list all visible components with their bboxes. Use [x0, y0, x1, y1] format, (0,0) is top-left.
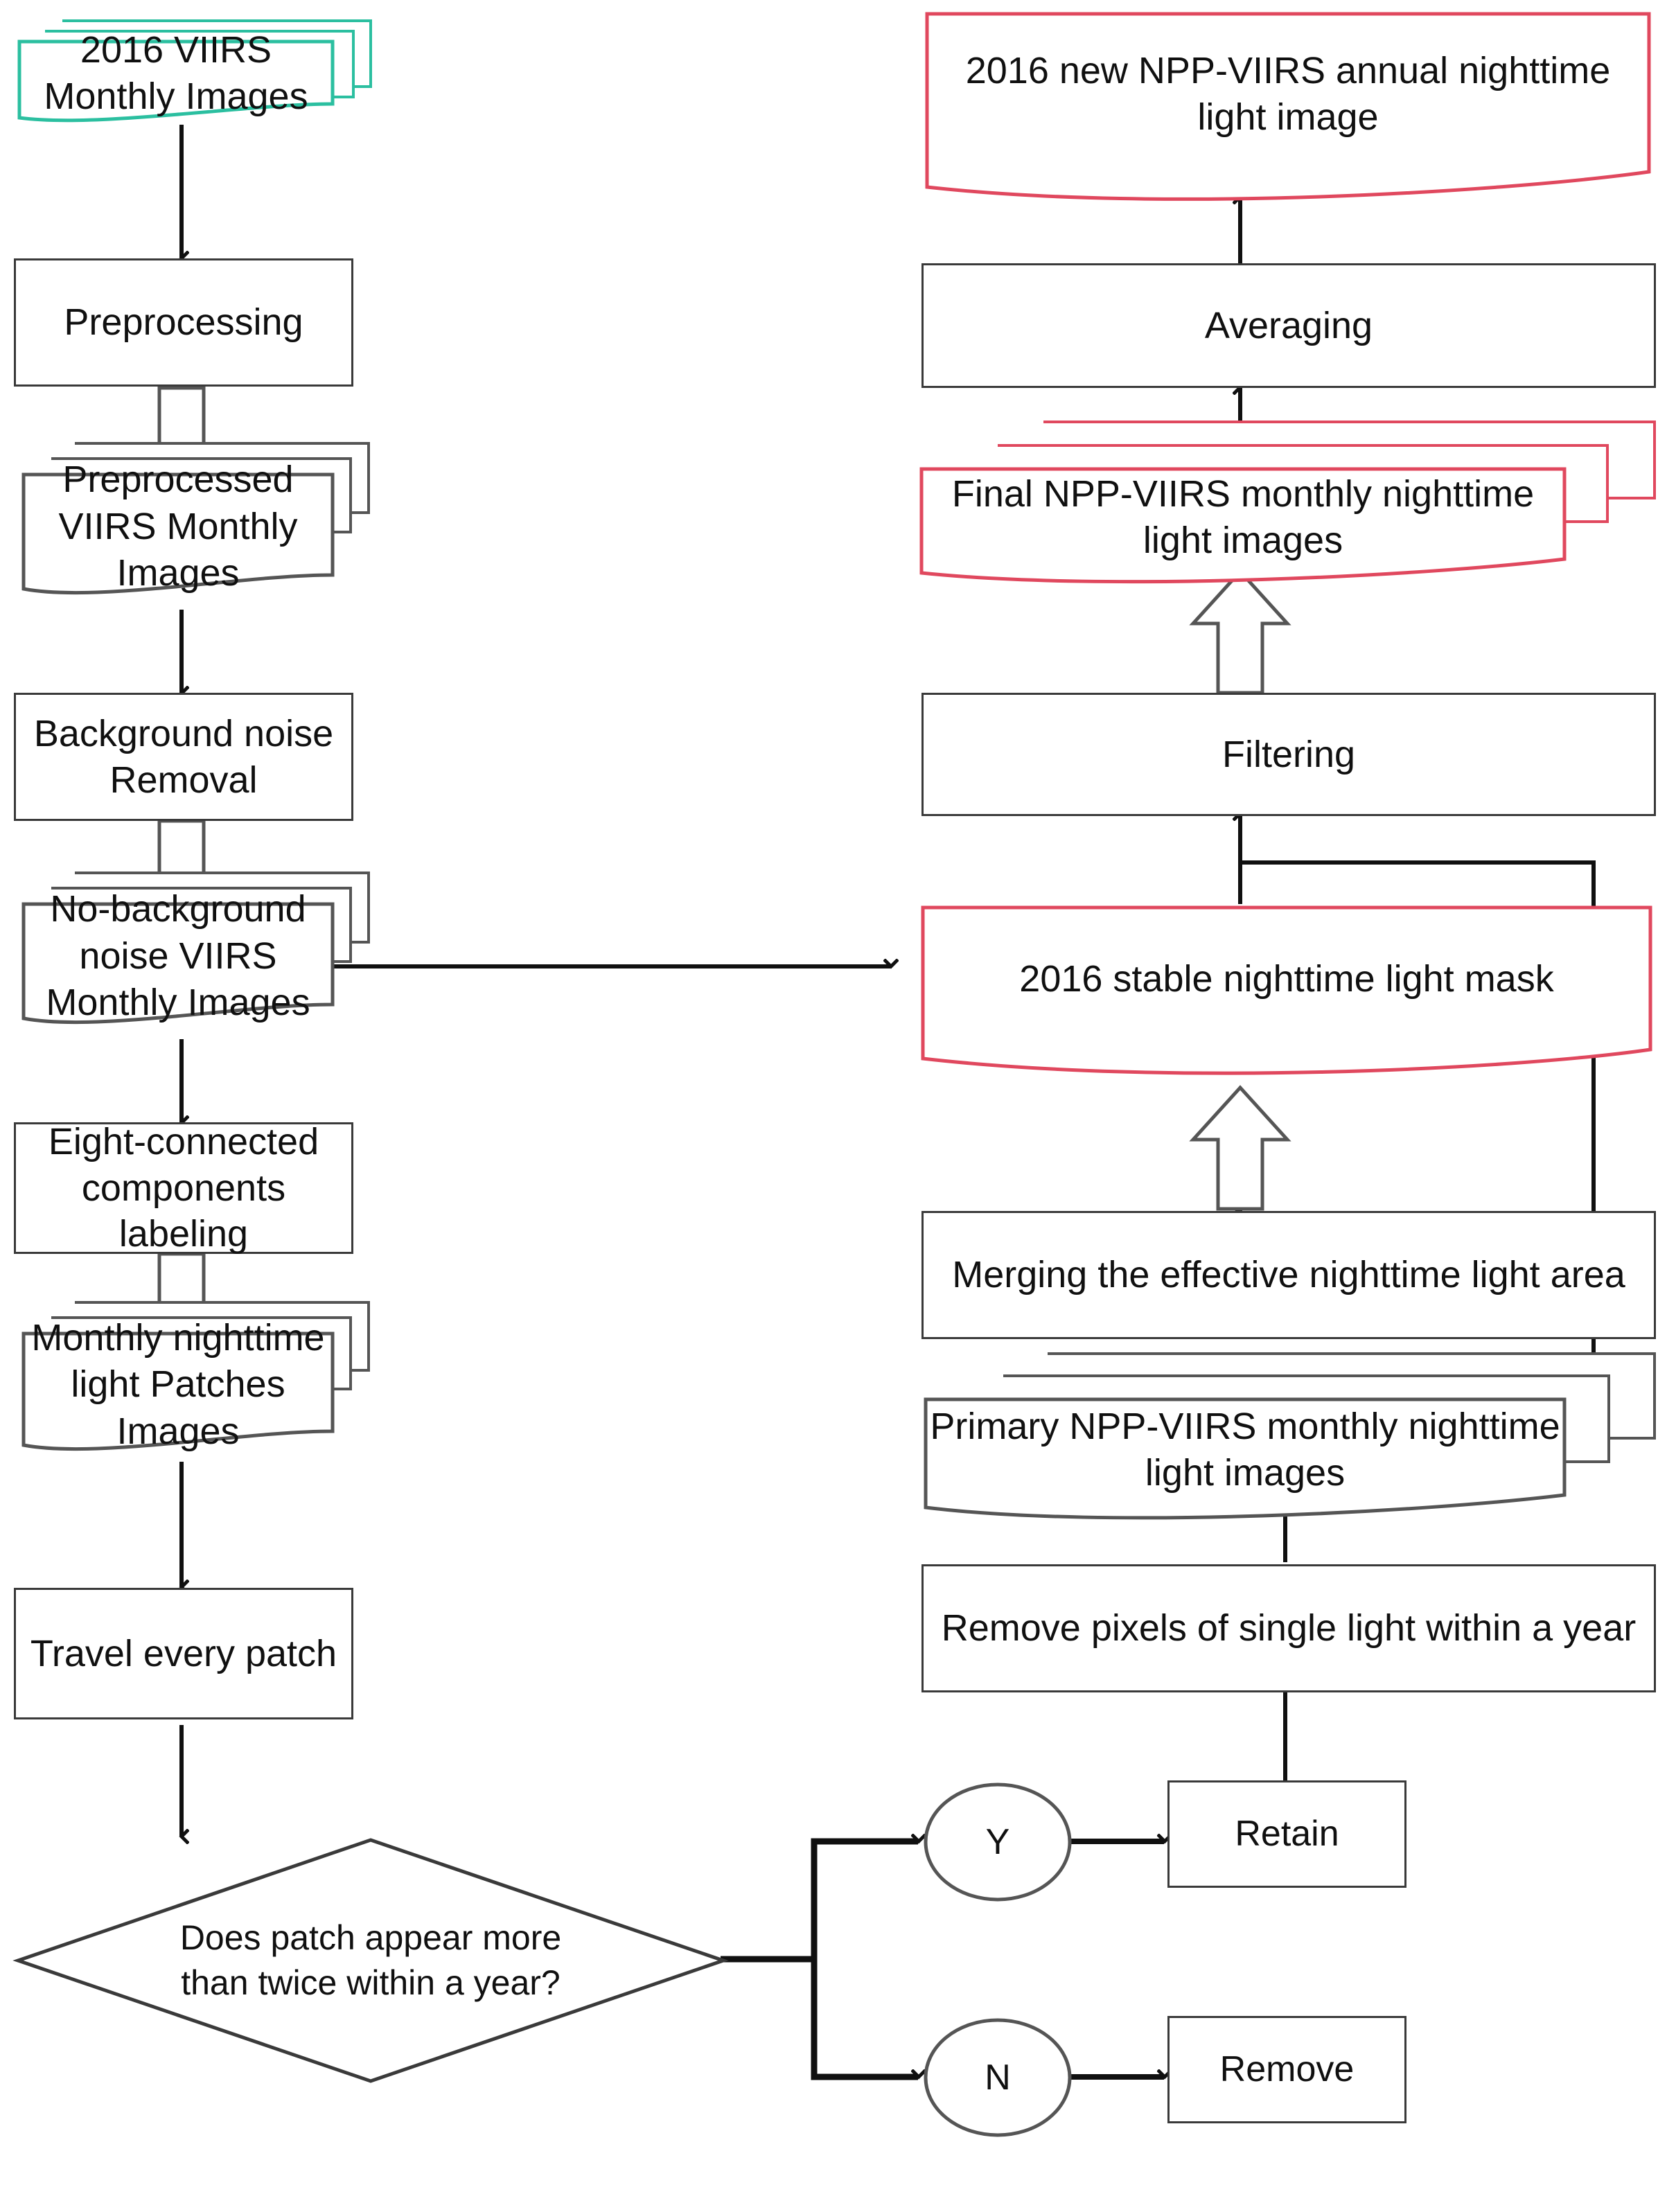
node-preprocessing[interactable]: Preprocessing: [14, 258, 353, 387]
node-decision-patch-frequency-label: Does patch appear more than twice within…: [179, 1918, 562, 2002]
node-eight-connected-labeling-label: Eight-connected components labeling: [48, 1120, 319, 1255]
node-branch-yes-label: Y: [985, 1822, 1010, 1862]
node-stable-nighttime-mask-label: 2016 stable nighttime light mask: [1019, 958, 1554, 1000]
node-decision-patch-frequency[interactable]: Does patch appear more than twice within…: [12, 1836, 729, 2085]
node-final-monthly-images-label: Final NPP-VIIRS monthly nighttime light …: [951, 472, 1535, 562]
node-background-noise-removal-label: Background noise Removal: [33, 712, 334, 801]
node-branch-no-label: N: [985, 2058, 1011, 2098]
node-branch-yes[interactable]: Y: [921, 1780, 1074, 1904]
node-remove-single-light-pixels[interactable]: Remove pixels of single light within a y…: [921, 1564, 1656, 1692]
wire-decision-yes: [811, 1841, 918, 1959]
node-eight-connected-labeling[interactable]: Eight-connected components labeling: [14, 1121, 353, 1255]
node-annual-nighttime-image-label: 2016 new NPP-VIIRS annual nighttime ligh…: [965, 49, 1611, 139]
node-averaging-label: Averaging: [1204, 304, 1373, 346]
node-remove-label: Remove: [1219, 2049, 1355, 2090]
node-no-background-images[interactable]: No-background noise VIIRS Monthly Images: [14, 866, 374, 1043]
node-stable-nighttime-mask[interactable]: 2016 stable nighttime light mask: [915, 901, 1659, 1091]
node-averaging[interactable]: Averaging: [921, 263, 1656, 388]
node-remove-single-light-pixels-label: Remove pixels of single light within a y…: [941, 1607, 1637, 1649]
node-primary-monthly-images-label: Primary NPP-VIIRS monthly nighttime ligh…: [930, 1405, 1560, 1494]
node-source-monthly-images[interactable]: 2016 VIIRS Monthly Images: [14, 7, 374, 128]
node-filtering-label: Filtering: [1221, 733, 1356, 775]
node-retain-label: Retain: [1235, 1814, 1339, 1855]
node-merging-effective-area-label: Merging the effective nighttime light ar…: [952, 1254, 1625, 1296]
node-source-monthly-images-label: 2016 VIIRS Monthly Images: [44, 28, 308, 118]
node-annual-nighttime-image[interactable]: 2016 new NPP-VIIRS annual nighttime ligh…: [915, 6, 1656, 203]
node-travel-every-patch-label: Travel every patch: [30, 1632, 337, 1674]
node-patches-images-label: Monthly nighttime light Patches Images: [31, 1316, 325, 1452]
node-primary-monthly-images[interactable]: Primary NPP-VIIRS monthly nighttime ligh…: [915, 1337, 1659, 1531]
node-patches-images[interactable]: Monthly nighttime light Patches Images: [14, 1295, 374, 1469]
node-travel-every-patch[interactable]: Travel every patch: [14, 1588, 353, 1719]
node-preprocessed-images[interactable]: Preprocessed VIIRS Monthly Images: [14, 436, 374, 613]
node-retain[interactable]: Retain: [1167, 1780, 1406, 1888]
node-background-noise-removal[interactable]: Background noise Removal: [14, 693, 353, 821]
node-filtering[interactable]: Filtering: [921, 693, 1656, 816]
block-arrow-merging: [1189, 1085, 1291, 1211]
wire-decision-no: [811, 1959, 918, 2080]
node-merging-effective-area[interactable]: Merging the effective nighttime light ar…: [921, 1211, 1656, 1339]
node-final-monthly-images[interactable]: Final NPP-VIIRS monthly nighttime light …: [915, 412, 1659, 599]
node-preprocessed-images-label: Preprocessed VIIRS Monthly Images: [58, 459, 298, 594]
node-remove[interactable]: Remove: [1167, 2016, 1406, 2123]
node-preprocessing-label: Preprocessing: [64, 301, 303, 344]
node-no-background-images-label: No-background noise VIIRS Monthly Images: [46, 888, 310, 1024]
node-branch-no[interactable]: N: [921, 2016, 1074, 2139]
